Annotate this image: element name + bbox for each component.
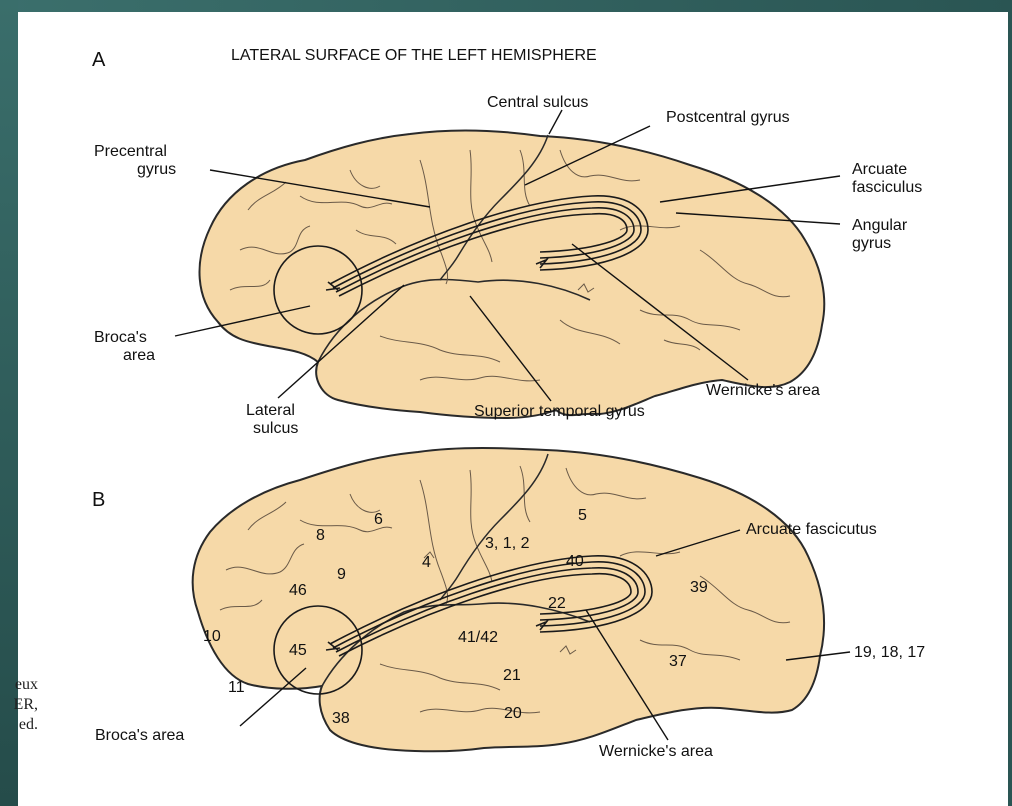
label-precentral-gyrus-line2: gyrus xyxy=(137,161,176,178)
panel-b: 5 6 8 9 4 3, 1, 2 40 46 39 22 10 45 41/4… xyxy=(92,448,925,760)
label-arcuate-fasciculus-a-line2: fasciculus xyxy=(852,179,922,196)
label-lateral-sulcus-line2: sulcus xyxy=(253,420,298,437)
brodmann-area-22: 22 xyxy=(548,595,566,612)
brodmann-area-20: 20 xyxy=(504,705,522,722)
brodmann-area-4: 4 xyxy=(422,554,431,571)
brodmann-area-39: 39 xyxy=(690,579,708,596)
label-lateral-sulcus-line1: Lateral xyxy=(246,402,295,419)
brodmann-area-38: 38 xyxy=(332,710,350,727)
label-arcuate-fasciculus-a-line1: Arcuate xyxy=(852,161,907,178)
label-wernickes-area-b: Wernicke's area xyxy=(599,743,713,760)
label-wernickes-area-a: Wernicke's area xyxy=(706,382,820,399)
brodmann-area-45: 45 xyxy=(289,642,307,659)
brodmann-area-10: 10 xyxy=(203,628,221,645)
label-angular-gyrus-line1: Angular xyxy=(852,217,908,234)
label-arcuate-fasciculus-b: Arcuate fascicutus xyxy=(746,521,877,538)
label-brocas-area-a-line2: area xyxy=(123,347,155,364)
panel-a: A LATERAL SURFACE OF THE LEFT HEMISPHERE… xyxy=(92,47,922,437)
brodmann-area-37: 37 xyxy=(669,653,687,670)
brodmann-area-21: 21 xyxy=(503,667,521,684)
label-brocas-area-b: Broca's area xyxy=(95,727,184,744)
panel-b-letter: B xyxy=(92,489,105,511)
brodmann-area-3-1-2: 3, 1, 2 xyxy=(485,535,530,552)
brodmann-area-6: 6 xyxy=(374,511,383,528)
brain-a-outline xyxy=(200,130,825,418)
label-postcentral-gyrus: Postcentral gyrus xyxy=(666,109,790,126)
label-central-sulcus: Central sulcus xyxy=(487,94,588,111)
label-occipital-areas: 19, 18, 17 xyxy=(854,644,925,661)
brodmann-area-9: 9 xyxy=(337,566,346,583)
panel-a-letter: A xyxy=(92,49,106,71)
brodmann-area-46: 46 xyxy=(289,582,307,599)
brodmann-area-41-42: 41/42 xyxy=(458,629,498,646)
label-precentral-gyrus-line1: Precentral xyxy=(94,143,167,160)
brodmann-area-8: 8 xyxy=(316,527,325,544)
panel-a-title: LATERAL SURFACE OF THE LEFT HEMISPHERE xyxy=(231,47,597,64)
brodmann-area-11: 11 xyxy=(228,679,245,696)
label-brocas-area-a-line1: Broca's xyxy=(94,329,147,346)
label-superior-temporal-gyrus: Superior temporal gyrus xyxy=(474,403,645,420)
brodmann-area-5: 5 xyxy=(578,507,587,524)
label-angular-gyrus-line2: gyrus xyxy=(852,235,891,252)
brodmann-area-40: 40 xyxy=(566,553,584,570)
